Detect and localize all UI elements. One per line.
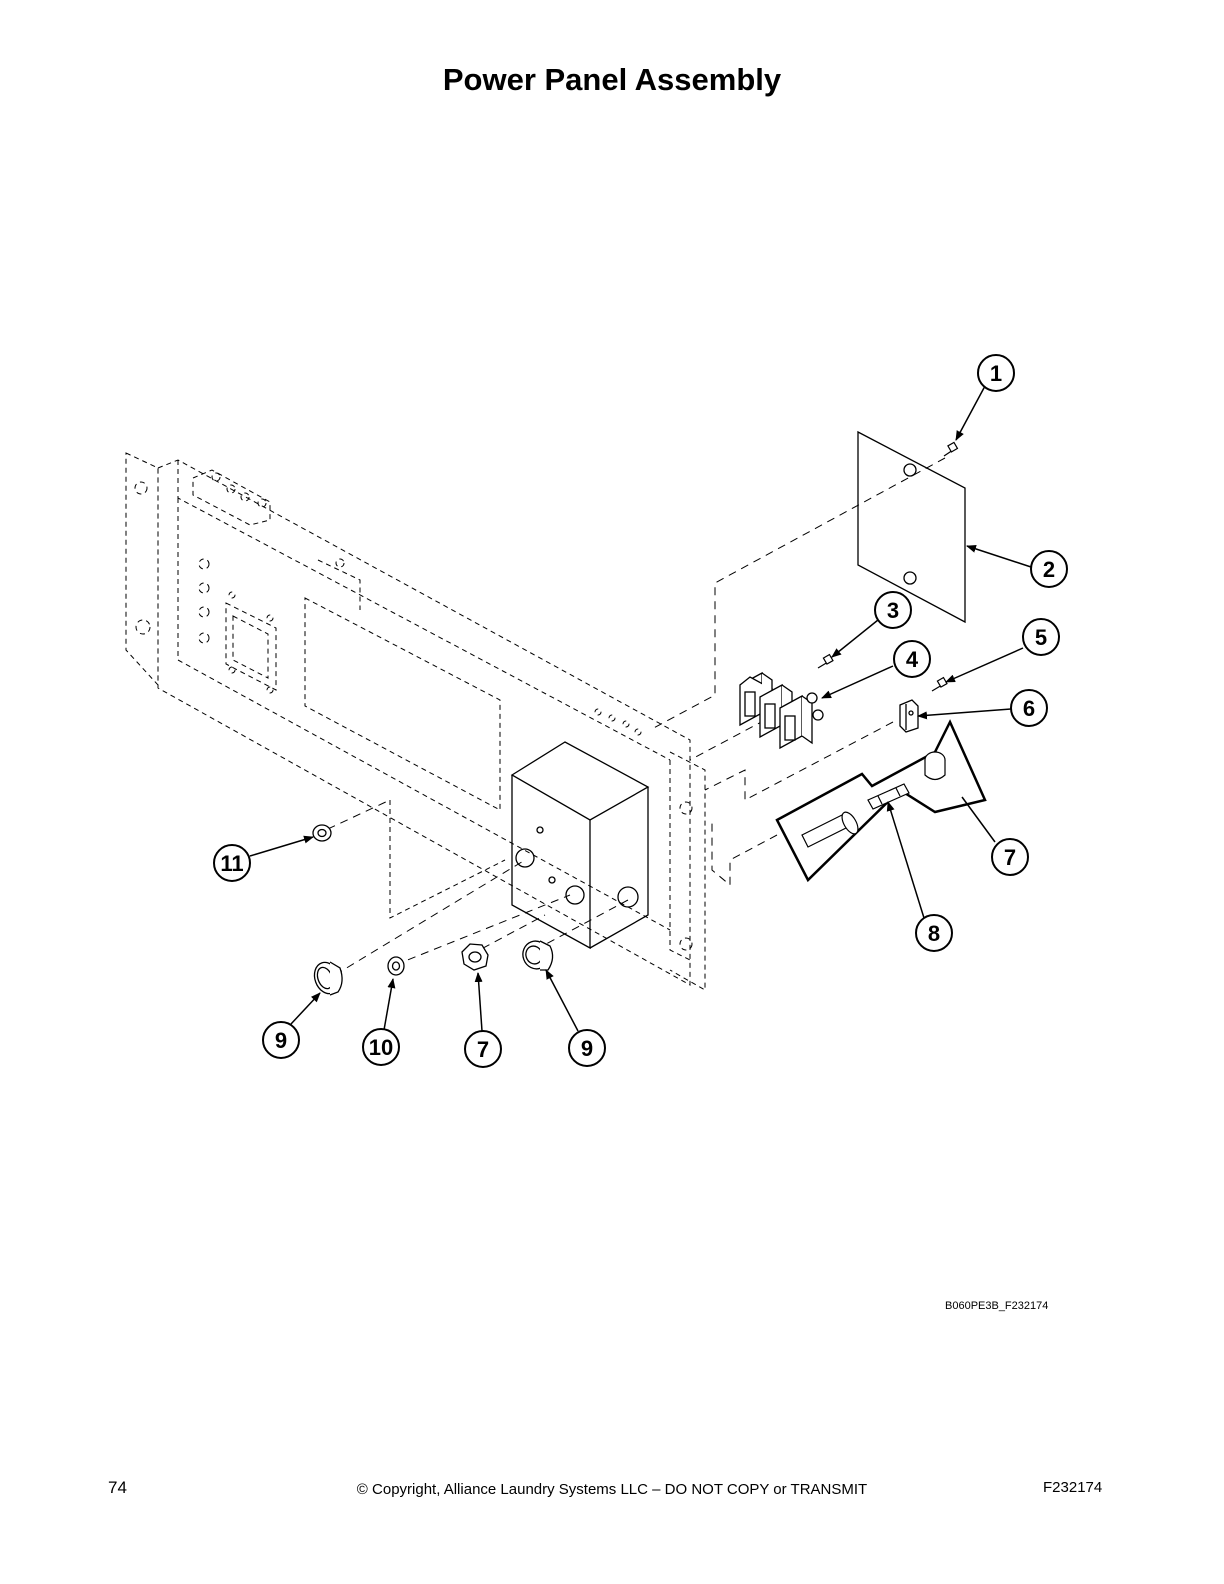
callout-label: 9 [275,1028,287,1053]
callout-label: 4 [906,647,919,672]
callout-1: 1 [977,354,1015,392]
grommet-part-9-right [522,940,554,971]
callout-label: 7 [1004,845,1016,870]
assembly-lines [314,457,946,976]
copyright-notice: © Copyright, Alliance Laundry Systems LL… [356,1481,868,1498]
callout-2: 2 [1030,550,1068,588]
callout-label: 7 [477,1037,489,1062]
callout-5: 5 [1022,618,1060,656]
callout-6: 6 [1010,689,1048,727]
power-panel-box [510,741,650,950]
callout-8: 8 [915,914,953,952]
figure-code: B060PE3B_F232174 [945,1300,1049,1312]
callout-3: 3 [874,591,912,629]
callout-label: 1 [990,361,1002,386]
hex-nut-part-7 [461,943,489,971]
callout-9-left: 9 [262,1021,300,1059]
page-title: Power Panel Assembly [442,62,782,97]
callout-7-kit: 7 [991,838,1029,876]
callout-label: 6 [1023,696,1035,721]
screw-part-5 [931,676,948,692]
grommet-part-9-left [313,961,343,996]
callout-label: 3 [887,598,899,623]
fuse-part [867,783,910,810]
callout-label: 10 [369,1035,393,1060]
leader-arrows [249,385,1032,1032]
callout-9-right: 9 [568,1029,606,1067]
panel-housing-phantom [125,452,706,991]
callout-4: 4 [893,640,931,678]
fuse-holder-kit [775,719,987,883]
callout-label: 8 [928,921,940,946]
callout-7-nut: 7 [464,1030,502,1068]
callout-label: 5 [1035,625,1047,650]
fuse-holder-body [801,811,859,848]
document-id: F232174 [1043,1479,1103,1496]
callout-label: 11 [220,851,243,876]
screw-part-3 [817,653,834,669]
callout-label: 2 [1043,557,1055,582]
nut-part-11 [312,824,332,842]
callout-11: 11 [213,844,251,882]
fuse-cap [924,751,946,781]
bracket-part [899,699,919,733]
callout-label: 9 [581,1036,593,1061]
callout-10: 10 [362,1028,400,1066]
page-number: 74 [108,1478,127,1497]
cover-plate-part [857,430,966,624]
terminal-block-part [739,671,824,750]
nut-part-10 [387,956,405,976]
screw-part-1 [943,441,959,457]
